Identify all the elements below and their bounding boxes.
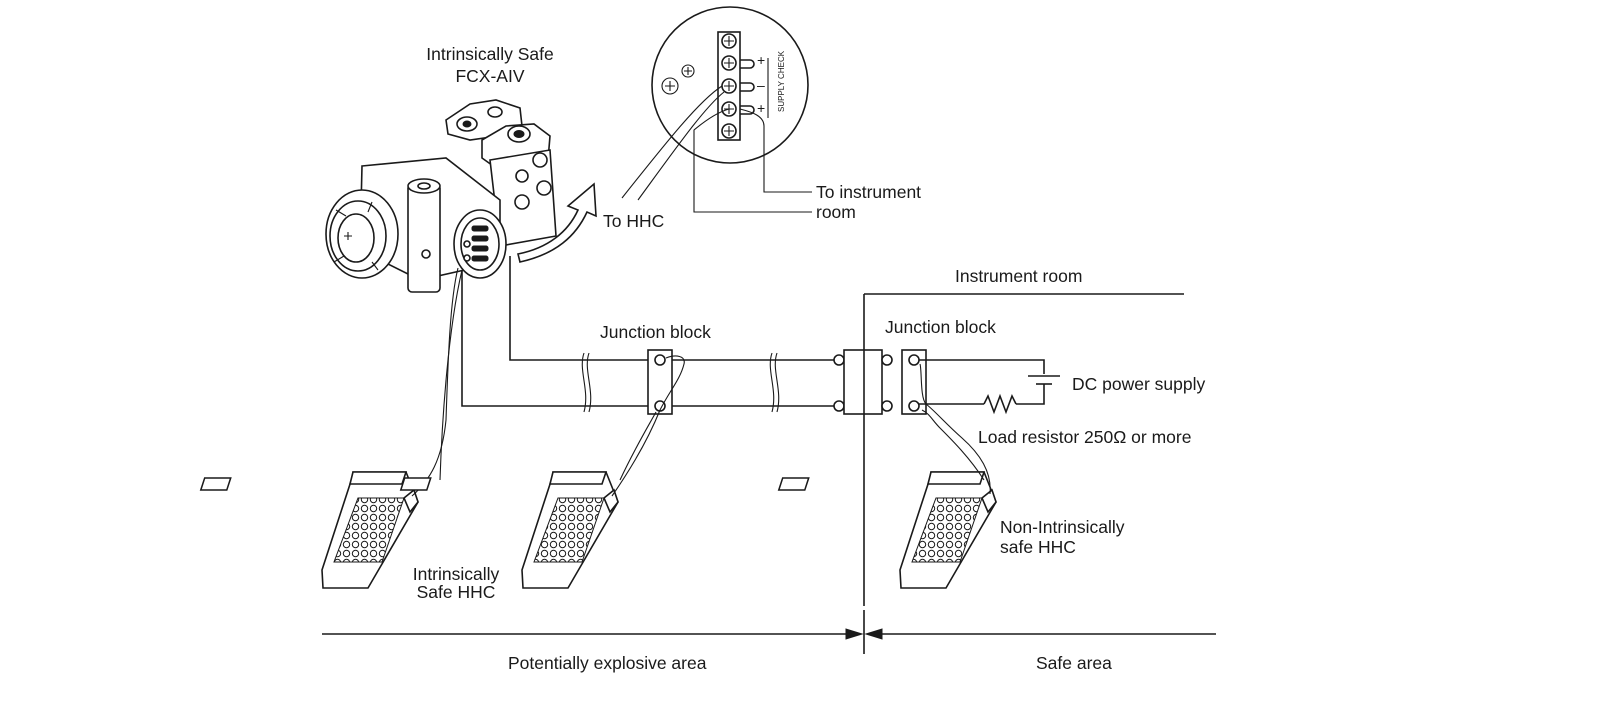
transmitter-label-line1: Intrinsically Safe (426, 44, 554, 64)
field-cables (461, 256, 836, 413)
junction-block-right-label: Junction block (885, 317, 996, 337)
area-divider (322, 610, 1216, 654)
terminal-sign-minus: – (757, 77, 765, 93)
terminal-sign-plus-bottom: + (757, 100, 766, 116)
potentially-explosive-area-label: Potentially explosive area (508, 653, 707, 673)
dc-power-supply-label: DC power supply (1072, 374, 1206, 394)
supply-check-label: SUPPLY CHECK (777, 50, 786, 112)
load-resistor-label: Load resistor 250Ω or more (978, 427, 1192, 447)
to-hhc-label: To HHC (603, 211, 665, 231)
hhc-cable-2 (611, 355, 685, 497)
non-intrinsically-safe-hhc-label-line2: safe HHC (1000, 537, 1076, 557)
junction-block-left (647, 349, 673, 415)
transmitter-fcx-aiv (325, 99, 557, 293)
instrument-room-wall (863, 293, 1184, 606)
to-instrument-room-label-line2: room (816, 202, 856, 222)
callout-arrow (517, 182, 597, 263)
hhc-cable-1 (411, 267, 459, 497)
terminal-screws (721, 33, 737, 139)
to-instrument-room-label-line1: To instrument (816, 182, 922, 202)
safe-area-circuit (919, 359, 1060, 415)
terminal-callout (621, 6, 812, 213)
transmitter-label-line2: FCX-AIV (455, 66, 525, 86)
intrinsically-safe-hhc-device (199, 471, 419, 589)
junction-block-left-label: Junction block (600, 322, 711, 342)
non-intrinsically-safe-hhc-label-line1: Non-Intrinsically (1000, 517, 1125, 537)
boundary-terminals (833, 349, 893, 415)
instrument-room-label: Instrument room (955, 266, 1083, 286)
hhc-cable-3 (919, 363, 991, 495)
intrinsically-safe-hhc-device-2 (399, 471, 619, 589)
intrinsically-safe-hhc-label-line1: Intrinsically (412, 564, 500, 584)
safe-area-label: Safe area (1036, 653, 1112, 673)
intrinsically-safe-hhc-label-line2: Safe HHC (416, 582, 496, 602)
non-intrinsically-safe-hhc-device (777, 471, 997, 589)
terminal-sign-plus-top: + (757, 52, 766, 68)
